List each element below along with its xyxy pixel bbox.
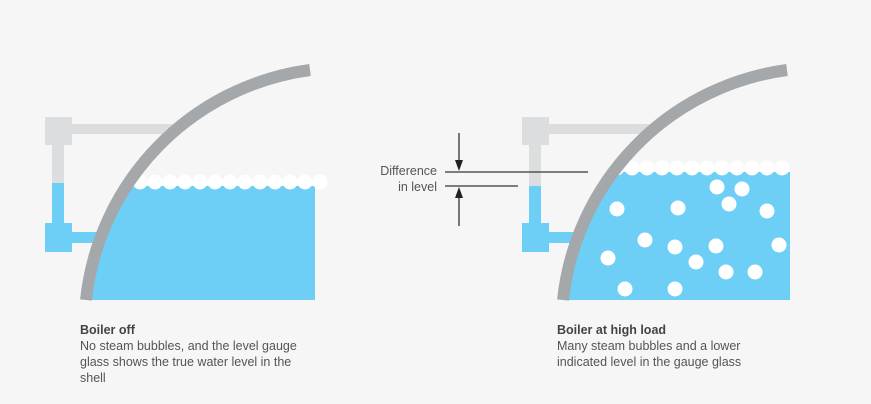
wave-scallop (237, 174, 253, 190)
difference-label-line2: in level (398, 180, 437, 194)
boiler-shell (557, 64, 788, 301)
steam-bubble (708, 238, 724, 254)
boiler-high-load-diagram (522, 64, 790, 301)
wave-scallop (282, 174, 298, 190)
steam-bubble (617, 281, 633, 297)
wave-scallop (162, 174, 178, 190)
gauge-bottom-pipe (547, 232, 577, 243)
steam-bubble (759, 203, 775, 219)
level-difference-annotation: Difference in level (380, 133, 588, 226)
gauge-top-block (522, 117, 549, 145)
steam-bubble (718, 264, 734, 280)
wave-scallop (87, 174, 103, 190)
wave-scallop (312, 174, 328, 190)
steam-bubble (667, 281, 683, 297)
wave-scallop (102, 174, 118, 190)
wave-scallop (222, 174, 238, 190)
wave-scallop (579, 160, 595, 176)
wave-scallop (192, 174, 208, 190)
wave-scallop (699, 160, 715, 176)
wave-scallop (729, 160, 745, 176)
boiler-off-caption: Boiler off No steam bubbles, and the lev… (80, 322, 320, 386)
wave-scallop (177, 174, 193, 190)
steam-bubble (670, 200, 686, 216)
caption-title: Boiler at high load (557, 323, 667, 337)
steam-bubble (709, 179, 725, 195)
wave-scallop (684, 160, 700, 176)
gauge-glass-water (529, 186, 541, 225)
steam-bubble (637, 232, 653, 248)
wave-scallop (774, 160, 790, 176)
steam-bubble (688, 254, 704, 270)
caption-description: Many steam bubbles and a lower indicated… (557, 339, 742, 369)
wave-scallop (714, 160, 730, 176)
steam-bubble (721, 196, 737, 212)
gauge-bottom-block (522, 223, 549, 252)
wave-scallop (744, 160, 760, 176)
wave-scallop (639, 160, 655, 176)
steam-bubbles (600, 179, 787, 297)
wave-scallop (759, 160, 775, 176)
wave-scallop (624, 160, 640, 176)
steam-bubble (600, 250, 616, 266)
wave-scallop (252, 174, 268, 190)
wave-scallop (654, 160, 670, 176)
steam-bubble (609, 201, 625, 217)
difference-label-line1: Difference (380, 164, 437, 178)
steam-bubble (747, 264, 763, 280)
wave-scallop (297, 174, 313, 190)
wave-scallop (267, 174, 283, 190)
gauge-top-pipe (547, 124, 657, 134)
steam-bubble (734, 181, 750, 197)
gauge-bottom-pipe (70, 232, 100, 243)
gauge-top-block (45, 117, 72, 145)
gauge-glass-water (52, 183, 64, 225)
wave-scallop (669, 160, 685, 176)
shell-water (86, 186, 315, 300)
caption-description: No steam bubbles, and the level gauge gl… (80, 339, 297, 385)
wave-scallop (564, 160, 580, 176)
steam-bubble (667, 239, 683, 255)
gauge-top-pipe (70, 124, 180, 134)
boiler-off-diagram (45, 64, 328, 301)
steam-bubble (771, 237, 787, 253)
boiler-high-load-caption: Boiler at high load Many steam bubbles a… (557, 322, 787, 370)
gauge-bottom-block (45, 223, 72, 252)
water-surface-waves (564, 160, 790, 176)
caption-title: Boiler off (80, 323, 135, 337)
wave-scallop (147, 174, 163, 190)
boiler-shell (80, 64, 311, 301)
wave-scallop (207, 174, 223, 190)
